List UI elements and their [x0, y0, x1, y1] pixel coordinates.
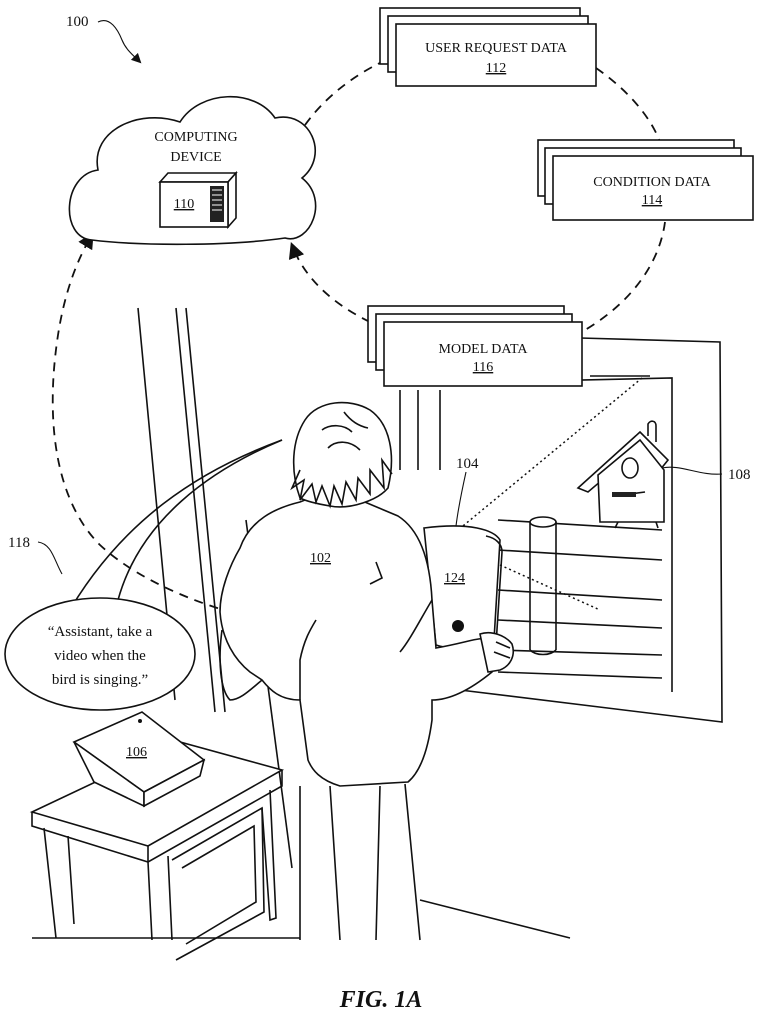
user-figure — [220, 403, 513, 940]
computing-device-cloud: COMPUTING DEVICE 110 — [69, 97, 315, 245]
tablet-device — [424, 526, 502, 648]
tablet-screen-ref: 124 — [444, 571, 465, 586]
user-request-data-label: USER REQUEST DATA — [425, 41, 568, 56]
server-icon — [160, 173, 236, 227]
spoken-request-ref: 118 — [8, 535, 30, 551]
system-reference: 100 — [66, 14, 140, 62]
computing-device-ref: 110 — [174, 197, 194, 212]
user-request-data-ref: 112 — [486, 61, 506, 76]
flow-arc-right-top — [596, 68, 660, 142]
speech-bubble: “Assistant, take a video when the bird i… — [5, 598, 195, 710]
spoken-request-line3: bird is singing.” — [52, 672, 148, 688]
fence — [498, 517, 662, 678]
condition-data-stack: CONDITION DATA 114 — [538, 140, 753, 220]
flow-arc-to-device — [292, 245, 370, 322]
camera-lens-icon — [452, 620, 464, 632]
birdhouse-ref: 108 — [728, 467, 751, 483]
camera-view-line-lower — [500, 565, 600, 610]
spoken-request-leader — [38, 542, 62, 574]
spoken-request-line2: video when the — [54, 648, 146, 664]
flow-arc-right-bottom — [585, 222, 665, 330]
figure-caption: FIG. 1A — [339, 987, 423, 1013]
condition-data-ref: 114 — [642, 193, 662, 208]
user-request-data-stack: USER REQUEST DATA 112 — [380, 8, 596, 86]
condition-data-label: CONDITION DATA — [593, 175, 711, 190]
model-data-label: MODEL DATA — [439, 342, 529, 357]
system-ref-leader — [98, 21, 140, 62]
user-ref: 102 — [310, 551, 331, 566]
computing-device-label-line1: COMPUTING — [154, 130, 237, 145]
system-ref-label: 100 — [66, 14, 89, 30]
camera-device-leader — [456, 472, 466, 526]
birdhouse — [578, 421, 668, 528]
flow-arc-top — [305, 62, 382, 125]
model-data-stack: MODEL DATA 116 — [368, 306, 582, 386]
camera-device-ref: 104 — [456, 456, 479, 472]
model-data-ref: 116 — [473, 360, 493, 375]
user-head-hair — [294, 403, 392, 507]
spoken-request-line1: “Assistant, take a — [48, 624, 153, 640]
computing-device-label-line2: DEVICE — [170, 150, 221, 165]
assistant-device-ref: 106 — [126, 745, 147, 760]
birdhouse-leader — [662, 467, 722, 474]
